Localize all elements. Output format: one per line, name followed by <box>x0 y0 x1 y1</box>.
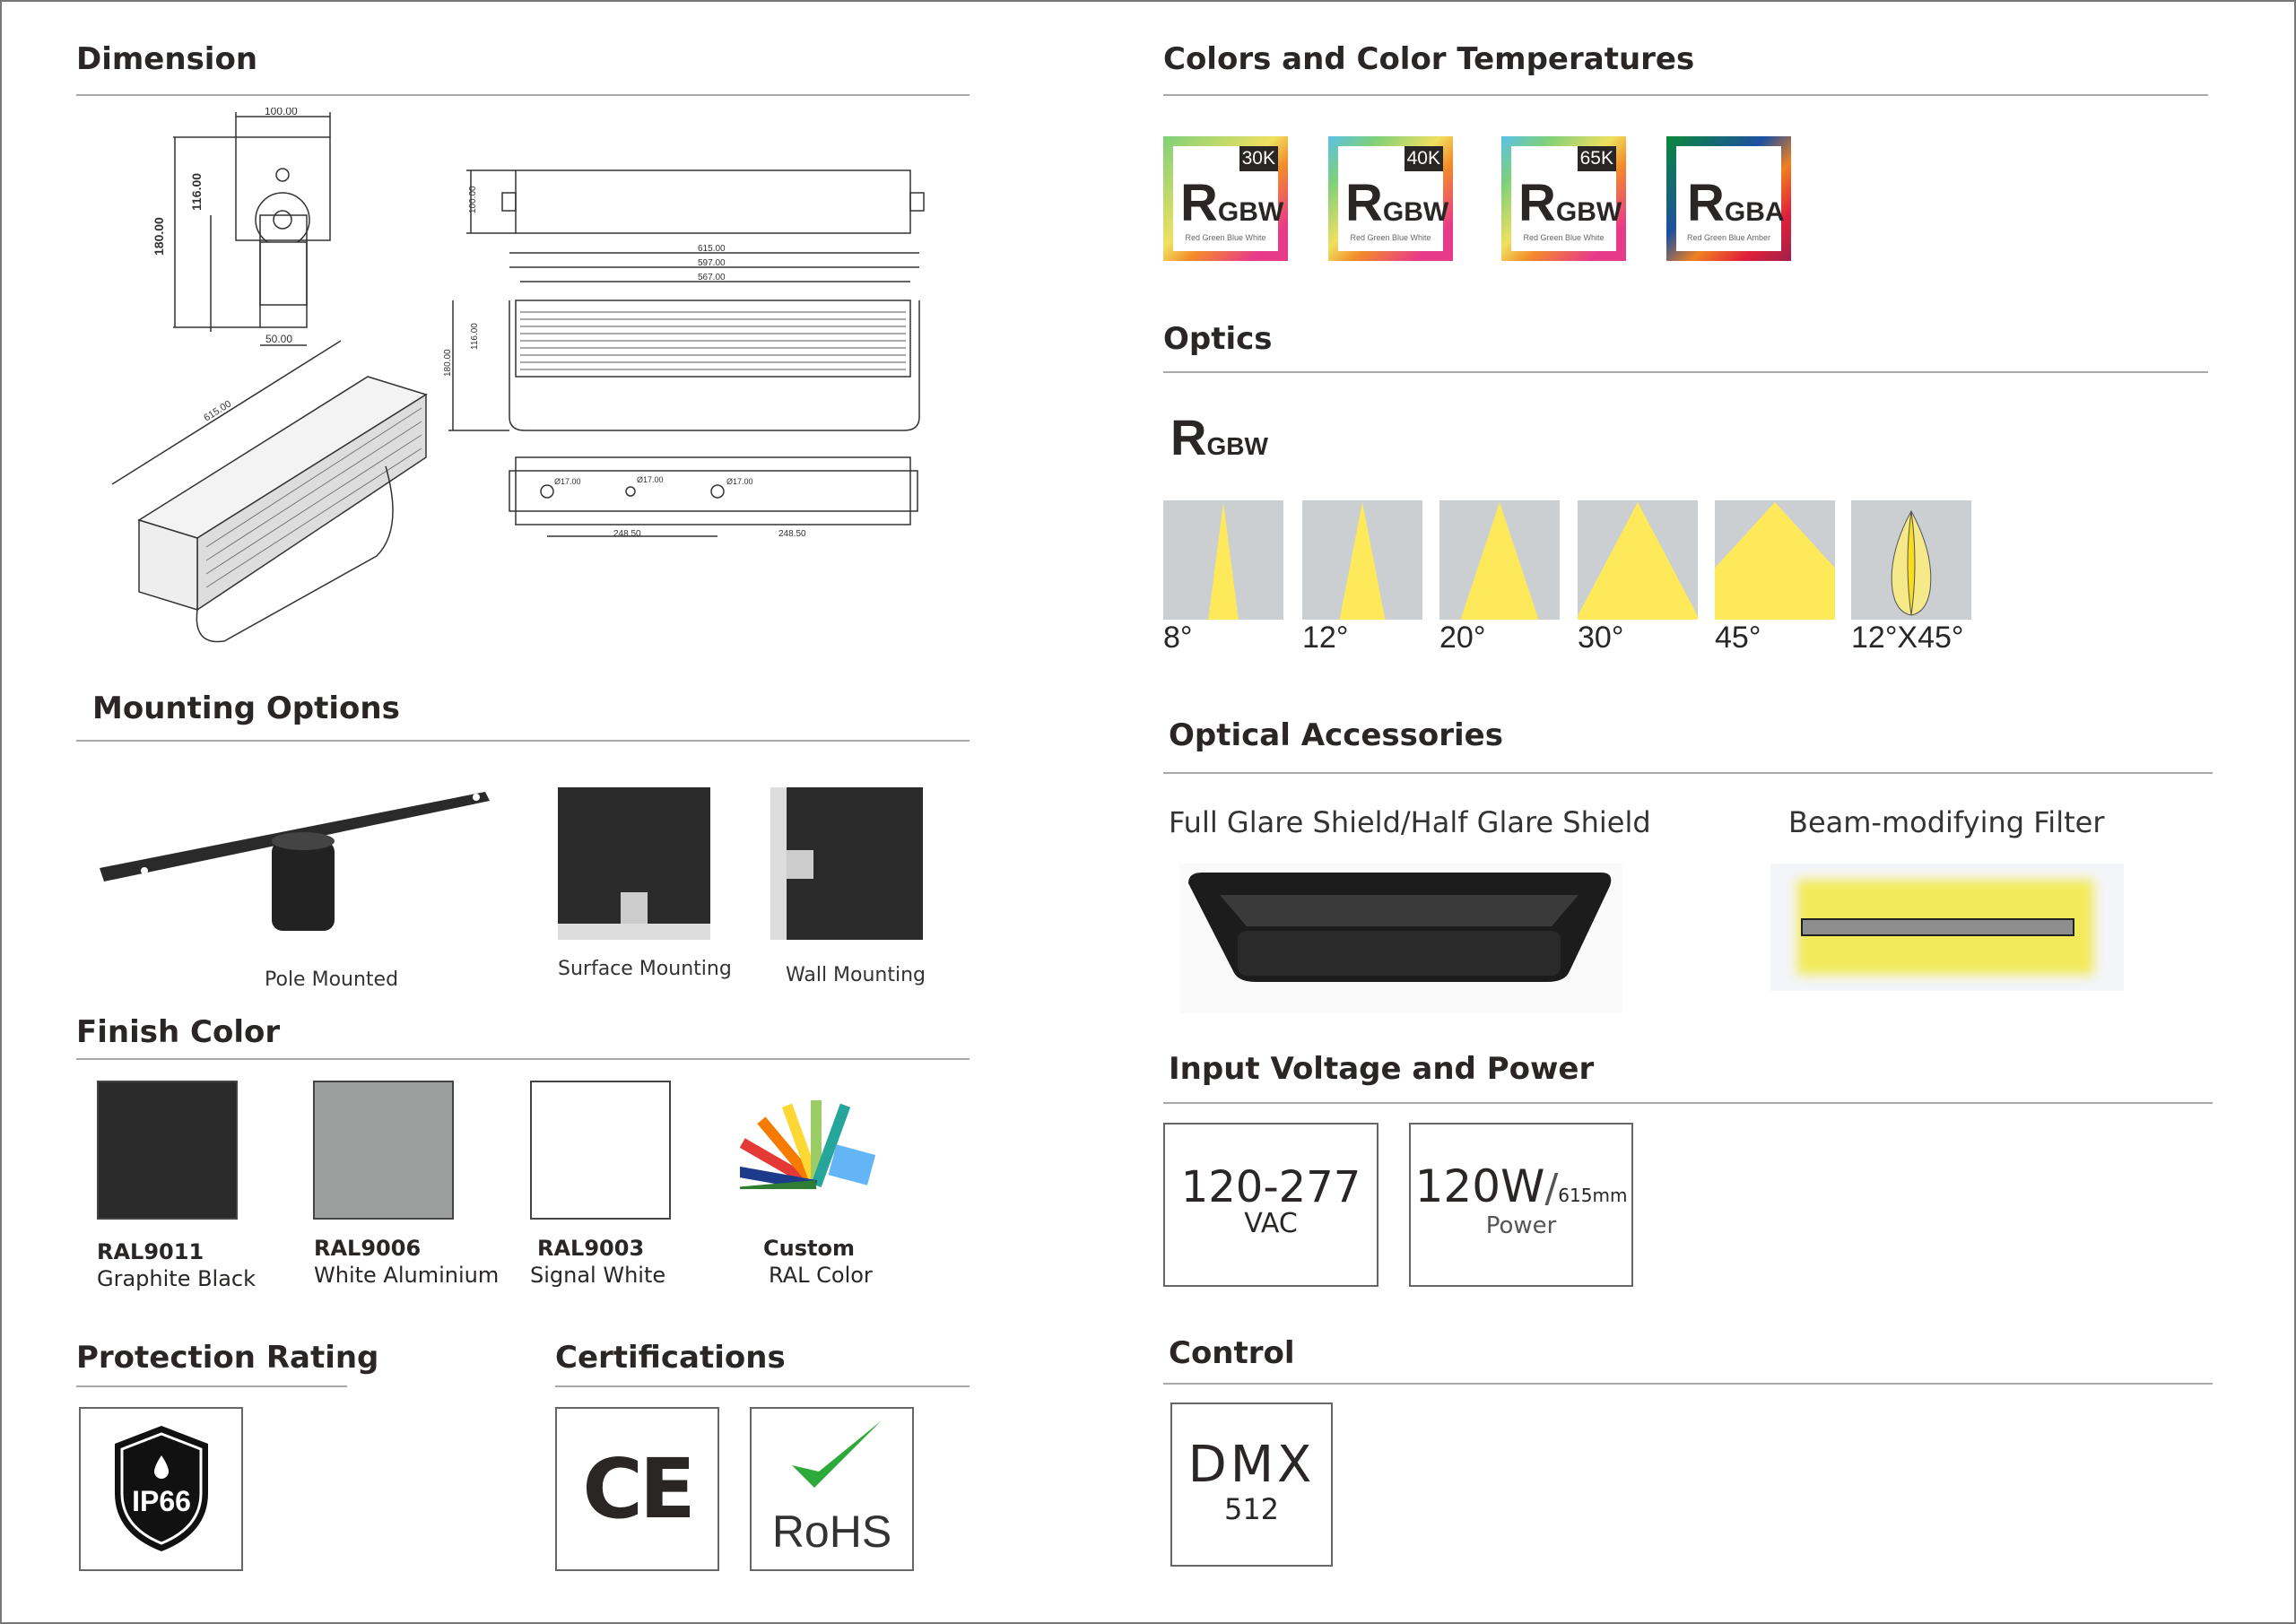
dmx-box: DMX 512 <box>1170 1403 1333 1567</box>
finish-name: Graphite Black <box>97 1266 257 1291</box>
mounting-label-wall: Wall Mounting <box>786 964 926 986</box>
divider <box>1163 371 2208 373</box>
divider <box>1163 772 2213 774</box>
divider <box>1163 94 2208 96</box>
svg-text:Ø17.00: Ø17.00 <box>554 477 581 486</box>
ce-mark: CE <box>555 1407 719 1571</box>
svg-text:116.00: 116.00 <box>189 173 204 211</box>
beam-angle-label: 20° <box>1439 621 1486 655</box>
divider <box>76 740 970 742</box>
beam-cone-shape <box>1578 502 1698 620</box>
finish-name: White Aluminium <box>314 1263 500 1288</box>
divider <box>555 1385 970 1387</box>
svg-text:116.00: 116.00 <box>470 323 480 350</box>
rohs-mark: RoHS <box>750 1407 914 1571</box>
beam-angle-4 <box>1715 500 1835 620</box>
svg-text:Ø17.00: Ø17.00 <box>637 475 664 484</box>
voltage-box: 120-277 VAC <box>1163 1123 1378 1287</box>
input-heading: Input Voltage and Power <box>1169 1051 1595 1087</box>
colors-heading: Colors and Color Temperatures <box>1163 41 1695 77</box>
surface-mount-image <box>558 787 710 940</box>
divider <box>76 1058 970 1060</box>
optical-accessories-heading: Optical Accessories <box>1169 717 1503 753</box>
beam-cone-shape <box>1460 502 1539 620</box>
beam-angle-label: 12° <box>1302 621 1349 655</box>
beam-angle-0 <box>1163 500 1283 620</box>
beam-angle-label: 8° <box>1163 621 1193 655</box>
beam-angle-label: 12°X45° <box>1851 621 1964 655</box>
beam-angle-label: 45° <box>1715 621 1761 655</box>
beam-filter-label: Beam-modifying Filter <box>1788 805 2105 839</box>
control-heading: Control <box>1169 1335 1295 1371</box>
beam-angle-5 <box>1851 500 1971 620</box>
mounting-heading: Mounting Options <box>92 690 400 726</box>
dimension-drawing: 100.00 180.00 116.00 50.00 100.00 615.00… <box>111 108 925 643</box>
svg-text:100.00: 100.00 <box>265 108 298 117</box>
svg-text:248.50: 248.50 <box>613 529 641 539</box>
glare-shield-image <box>1179 864 1622 1013</box>
pole-mount-image <box>100 792 490 931</box>
svg-text:615.00: 615.00 <box>698 244 726 254</box>
beam-cone-shape <box>1208 502 1239 620</box>
beam-cone-shape <box>1715 502 1835 620</box>
swatch-signal-white <box>530 1081 671 1220</box>
beam-angle-2 <box>1439 500 1560 620</box>
glare-shield-label: Full Glare Shield/Half Glare Shield <box>1169 805 1651 839</box>
divider <box>1163 1383 2213 1385</box>
finish-code: Custom <box>763 1236 855 1261</box>
svg-text:597.00: 597.00 <box>698 258 726 268</box>
svg-text:180.00: 180.00 <box>152 217 166 256</box>
swatch-graphite-black <box>97 1081 238 1220</box>
divider <box>76 94 970 96</box>
swatch-white-aluminium <box>313 1081 454 1220</box>
svg-text:248.50: 248.50 <box>778 529 806 539</box>
beam-cone-shape <box>1339 502 1386 620</box>
finish-code: RAL9003 <box>537 1236 645 1261</box>
wall-mount-image <box>770 787 923 940</box>
elliptical-beam-shape <box>1891 509 1932 616</box>
beam-filter-image <box>1770 864 2124 991</box>
finish-name: RAL Color <box>769 1263 873 1288</box>
svg-text:Ø17.00: Ø17.00 <box>726 477 753 486</box>
beam-angle-1 <box>1302 500 1422 620</box>
finish-heading: Finish Color <box>76 1014 281 1050</box>
beam-angle-label: 30° <box>1578 621 1624 655</box>
finish-name: Signal White <box>530 1263 666 1288</box>
protection-heading: Protection Rating <box>76 1340 379 1376</box>
svg-text:567.00: 567.00 <box>698 273 726 282</box>
divider <box>76 1385 347 1387</box>
shield-icon: IP66 <box>114 1426 208 1551</box>
mounting-label-surface: Surface Mounting <box>558 958 732 980</box>
checkmark-icon <box>792 1420 882 1488</box>
svg-text:50.00: 50.00 <box>265 333 292 345</box>
ip-rating-box: IP66 <box>79 1407 243 1571</box>
power-box: 120W/615mm Power <box>1409 1123 1633 1287</box>
svg-text:IP66: IP66 <box>132 1485 191 1517</box>
beam-angle-3 <box>1578 500 1698 620</box>
divider <box>1163 1102 2213 1104</box>
finish-code: RAL9006 <box>314 1236 422 1261</box>
dimension-heading: Dimension <box>76 41 258 77</box>
optics-heading: Optics <box>1163 321 1273 357</box>
certifications-heading: Certifications <box>555 1340 786 1376</box>
mounting-label-pole: Pole Mounted <box>265 968 399 991</box>
svg-text:100.00: 100.00 <box>468 186 478 213</box>
svg-text:180.00: 180.00 <box>443 349 453 377</box>
finish-code: RAL9011 <box>97 1239 204 1264</box>
color-fan-icon <box>740 1100 876 1189</box>
optics-rgbw-logo: RGBW <box>1170 409 1268 465</box>
